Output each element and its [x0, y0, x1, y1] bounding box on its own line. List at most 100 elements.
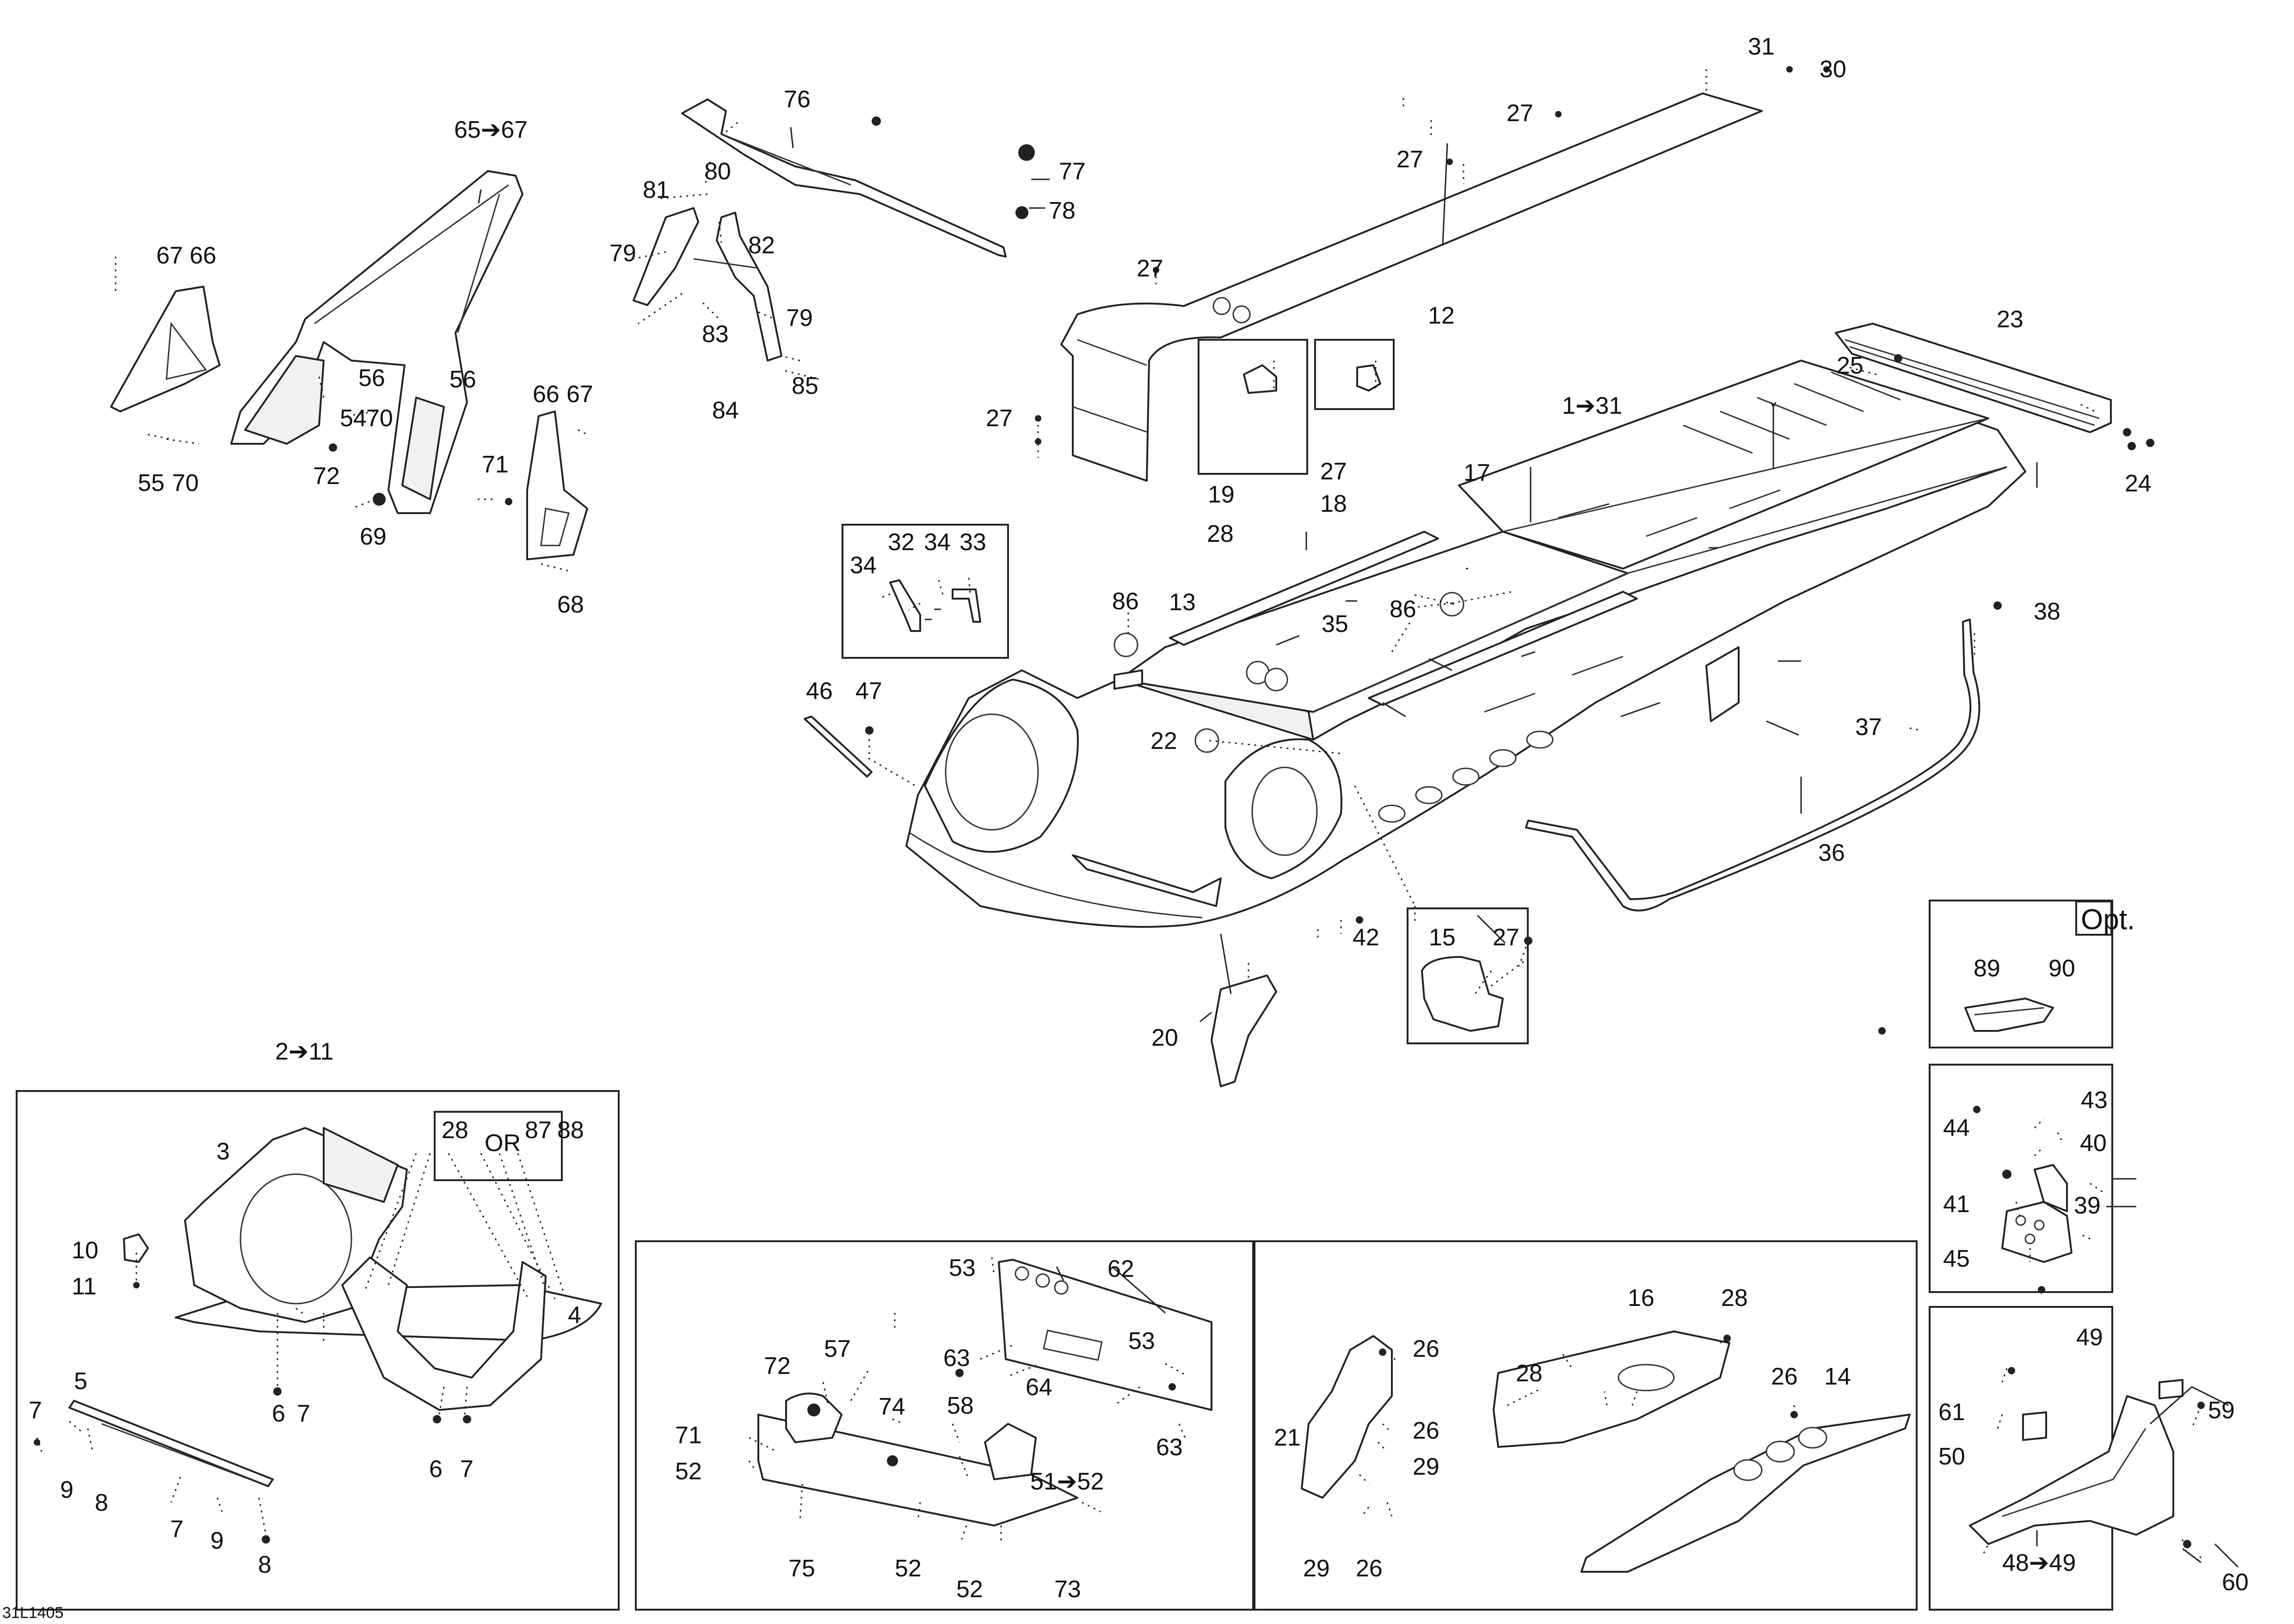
- callout-27: 27: [1396, 146, 1423, 173]
- skid-51-52: [757, 1392, 1078, 1526]
- callout-19: 19: [1208, 481, 1235, 508]
- callout-85: 85: [792, 373, 818, 399]
- callout-74: 74: [879, 1393, 905, 1420]
- callout-7: 7: [297, 1400, 310, 1427]
- callout-2-11: 2➔11: [275, 1038, 333, 1065]
- callout-33: 33: [959, 529, 986, 556]
- callout-63: 63: [943, 1345, 970, 1372]
- callout-79: 79: [609, 240, 636, 267]
- callout-27: 27: [1493, 924, 1519, 951]
- callout-59: 59: [2208, 1397, 2235, 1424]
- callout-55: 55: [138, 470, 165, 496]
- callout-80: 80: [704, 158, 731, 185]
- callout-8: 8: [95, 1489, 108, 1516]
- bracket-21: [1301, 1335, 1393, 1499]
- callout-72: 72: [764, 1353, 791, 1379]
- callout-82: 82: [748, 232, 775, 259]
- side-plate-66-left: [110, 286, 221, 412]
- callout-28: 28: [1721, 1285, 1748, 1311]
- rear-extension-23: [1835, 323, 2112, 433]
- callout-15: 15: [1429, 924, 1456, 951]
- callout-90: 90: [2048, 955, 2075, 982]
- callout-1-31: 1➔31: [1562, 392, 1622, 419]
- callout-13: 13: [1169, 589, 1196, 616]
- group-box-39-45: [1929, 1064, 2113, 1293]
- callout-20: 20: [1151, 1024, 1178, 1051]
- callout-66: 66: [190, 242, 216, 269]
- callout-31: 31: [1748, 33, 1775, 60]
- callout-9: 9: [60, 1477, 74, 1503]
- bracket-15: [1421, 956, 1504, 1032]
- callout-22: 22: [1150, 728, 1177, 754]
- callout-34: 34: [924, 529, 951, 556]
- tunnel-cover-12: [1060, 92, 1763, 482]
- callout-69: 69: [360, 523, 387, 550]
- or-label: OR: [485, 1130, 521, 1157]
- callout-24: 24: [2125, 470, 2152, 497]
- callout-56: 56: [358, 365, 385, 392]
- bracket-39-41: [2001, 1164, 2073, 1263]
- callout-67: 67: [156, 242, 183, 269]
- callout-29: 29: [1303, 1555, 1330, 1582]
- callout-50: 50: [1938, 1443, 1965, 1470]
- callout-46: 46: [806, 678, 833, 705]
- callout-71: 71: [482, 451, 509, 478]
- callout-44: 44: [1943, 1115, 1970, 1141]
- steering-column-76: [681, 98, 1007, 257]
- bracket-20: [1211, 974, 1277, 1087]
- group-box-28-or-87-88: [434, 1111, 563, 1181]
- rod-46: [804, 716, 873, 778]
- callout-11: 11: [72, 1273, 97, 1300]
- plate-62: [998, 1259, 1212, 1411]
- group-box-14-29: [1254, 1240, 1918, 1611]
- callout-86: 86: [1112, 588, 1139, 615]
- group-box-51-75: [635, 1240, 1254, 1611]
- callout-57: 57: [824, 1336, 851, 1362]
- callout-27: 27: [1320, 458, 1347, 485]
- callout-3: 3: [216, 1138, 230, 1165]
- callout-26: 26: [1771, 1363, 1798, 1390]
- callout-28: 28: [442, 1117, 468, 1144]
- callout-76: 76: [784, 86, 811, 113]
- callout-66: 66: [533, 381, 560, 408]
- callout-58: 58: [947, 1392, 974, 1419]
- callout-32: 32: [888, 529, 915, 556]
- callout-75: 75: [788, 1555, 815, 1582]
- callout-40: 40: [2080, 1130, 2107, 1157]
- callout-10: 10: [72, 1237, 98, 1264]
- callout-6: 6: [272, 1400, 285, 1427]
- callout-53: 53: [1128, 1328, 1155, 1354]
- callout-26: 26: [1413, 1417, 1439, 1444]
- group-box-15: [1407, 907, 1529, 1044]
- plate-14: [1581, 1414, 1911, 1573]
- group-box-optional-89: [1929, 900, 2113, 1048]
- diagram-code: 31L1405: [2, 1604, 63, 1622]
- callout-35: 35: [1322, 611, 1348, 637]
- callout-78: 78: [1049, 197, 1076, 224]
- clip-18: [1356, 364, 1381, 392]
- callout-41: 41: [1943, 1191, 1970, 1218]
- brackets-32-34: [889, 579, 981, 632]
- callout-63: 63: [1156, 1434, 1183, 1461]
- callout-30: 30: [1820, 56, 1846, 83]
- callout-43: 43: [2081, 1087, 2108, 1114]
- callout-7: 7: [29, 1397, 42, 1424]
- callout-56: 56: [449, 366, 476, 393]
- callout-65-67: 65➔67: [454, 116, 528, 143]
- option-label-box: [2075, 901, 2112, 936]
- plug-22: [1194, 728, 1219, 753]
- callout-18: 18: [1320, 490, 1347, 517]
- callout-71: 71: [675, 1422, 702, 1449]
- callout-47: 47: [855, 678, 882, 705]
- callout-60: 60: [2222, 1569, 2249, 1596]
- callout-42: 42: [1353, 924, 1379, 951]
- callout-4: 4: [568, 1302, 581, 1329]
- callout-7: 7: [460, 1456, 474, 1483]
- clip-19: [1243, 364, 1277, 394]
- cap-10: [123, 1233, 149, 1263]
- callout-25: 25: [1837, 352, 1863, 379]
- callout-labels: 65➔67 67 66 56 56 54 70 72 55 70 71 69 6…: [2, 33, 2249, 1622]
- callout-8: 8: [258, 1551, 271, 1578]
- main-frame-1-31: [905, 360, 2026, 928]
